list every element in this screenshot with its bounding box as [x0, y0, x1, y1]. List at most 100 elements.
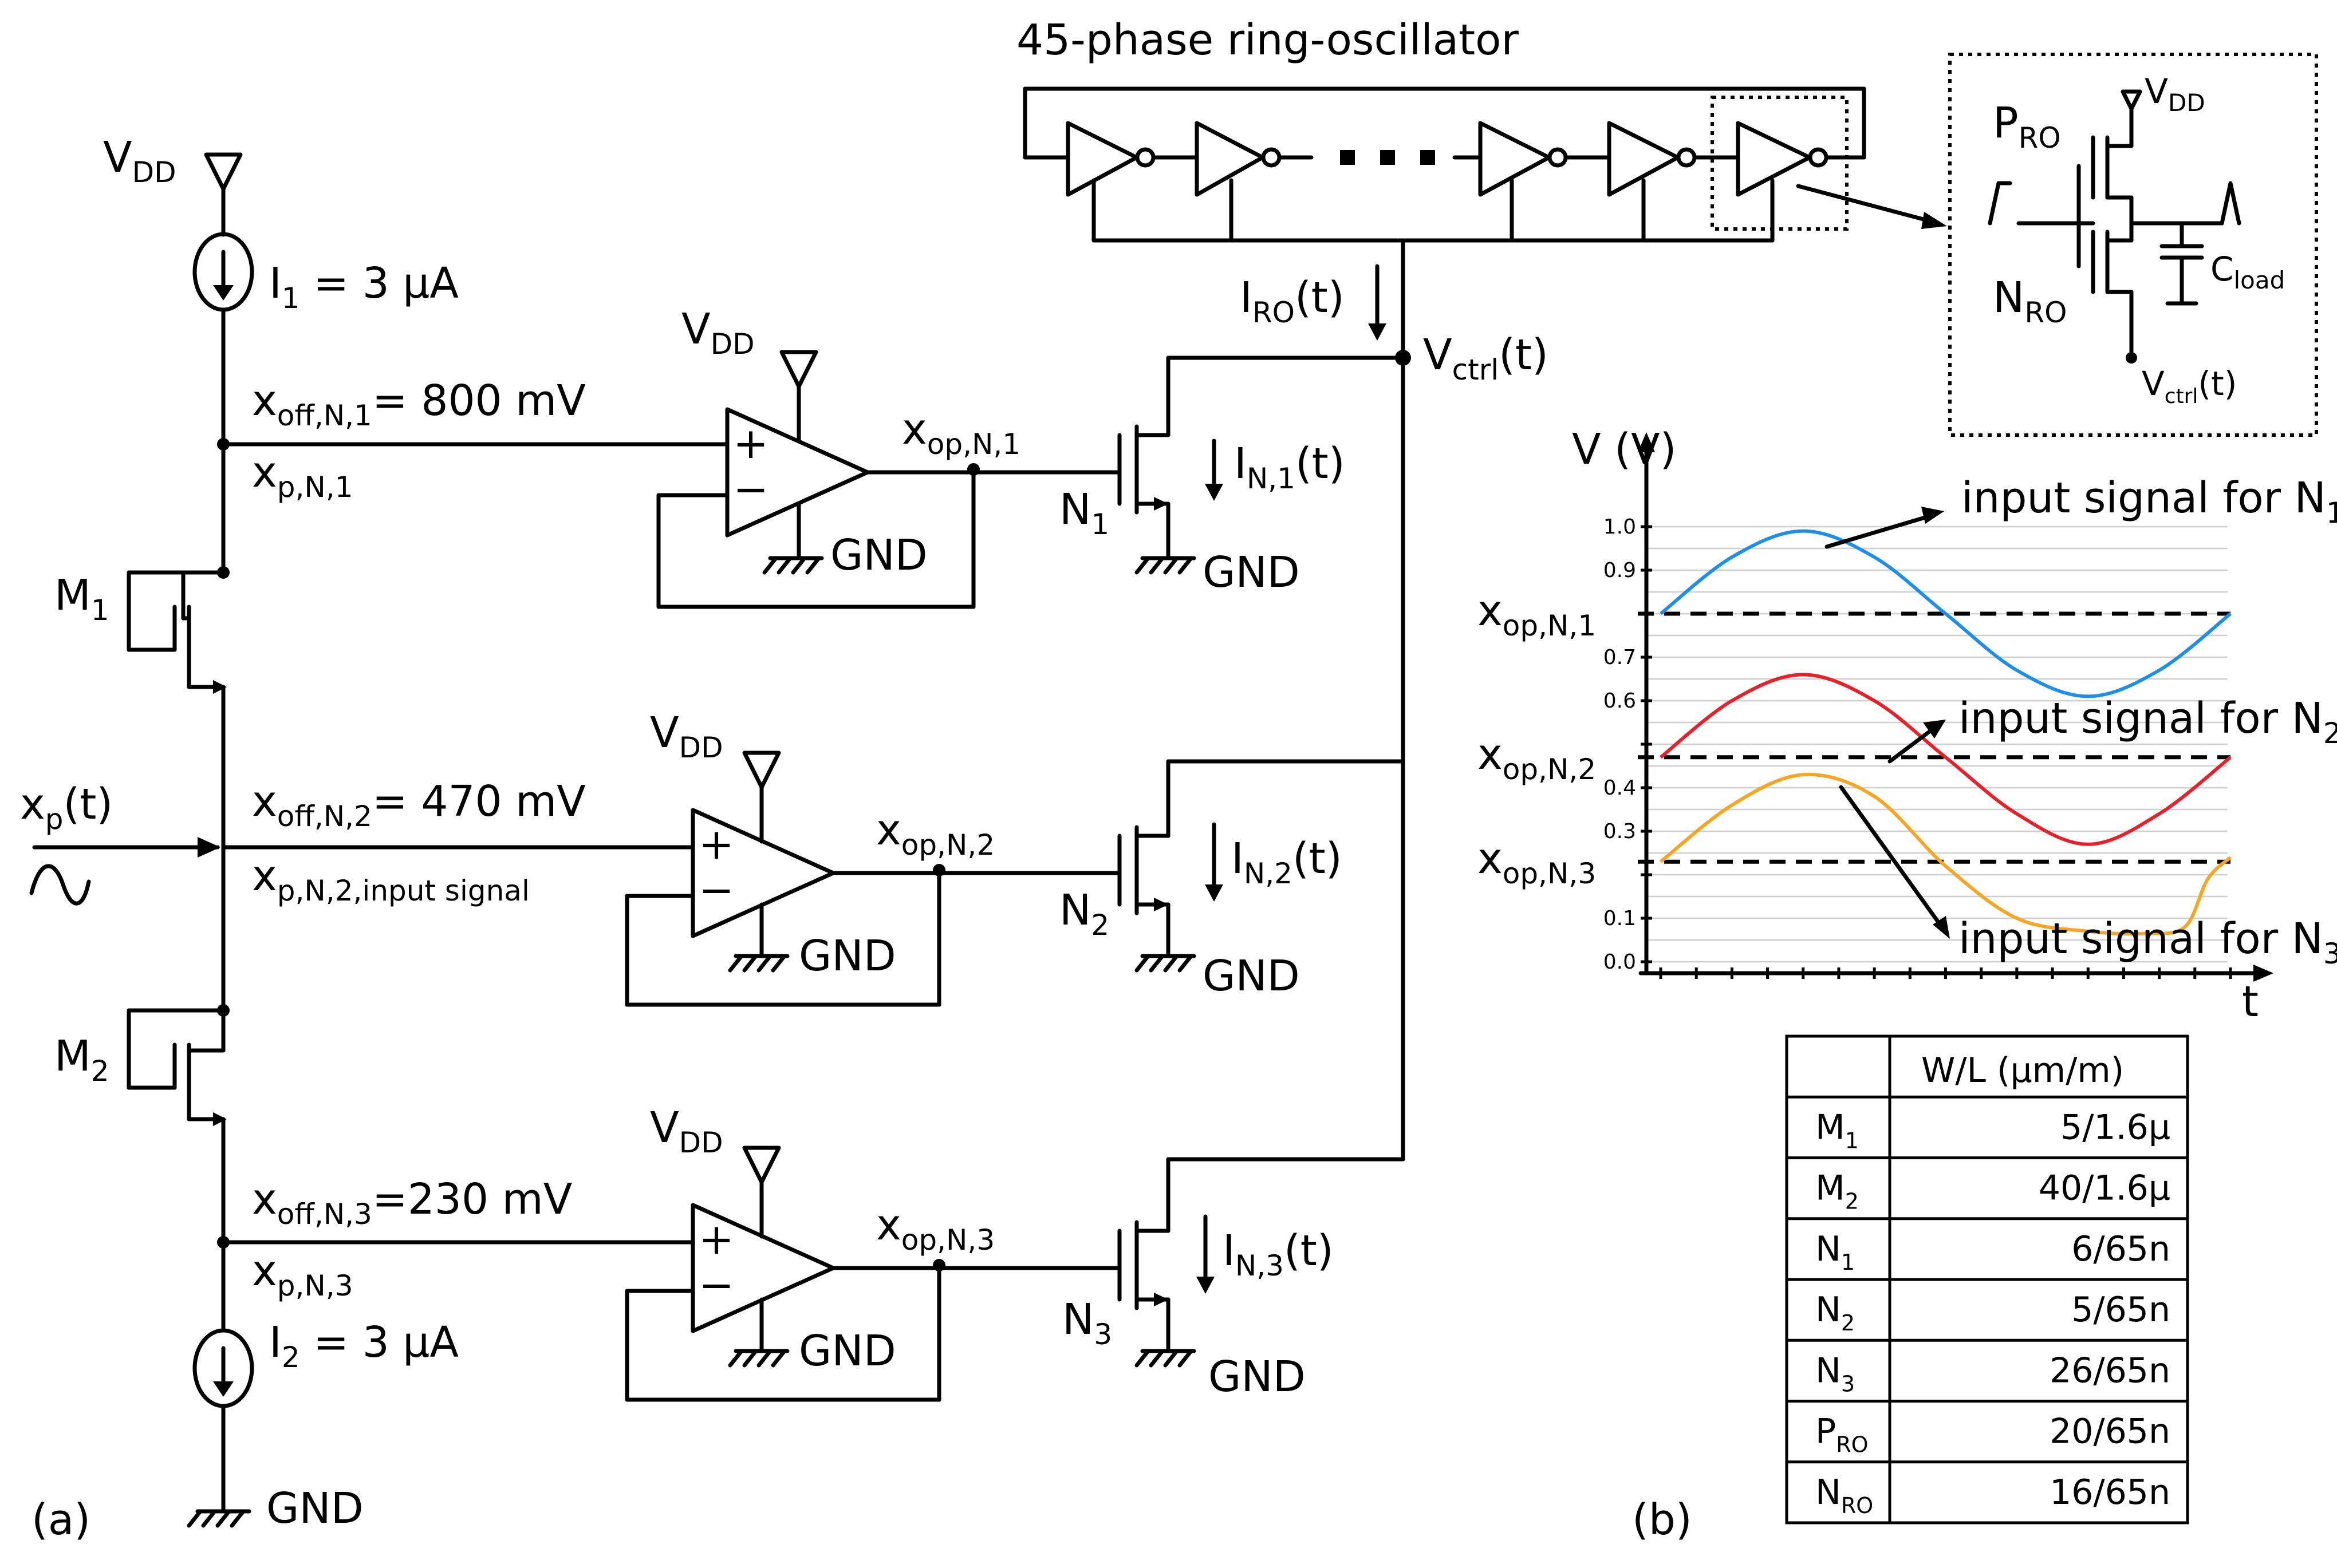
svg-text:input signal for N2: input signal for N2: [1958, 694, 2337, 750]
svg-text:VDD: VDD: [650, 708, 723, 764]
chart-yticks: 0.00.10.30.40.60.70.91.0: [1603, 515, 2232, 979]
chart-ylabel: V (V): [1572, 425, 1677, 474]
chart-series: [1660, 529, 2232, 936]
table-wl-3: 6/65n: [2071, 1229, 2170, 1269]
xoff-n2-label: xoff,N,2= 470 mV: [252, 777, 586, 833]
m2-label: M2: [54, 1032, 109, 1088]
annotation-n3: input signal for N3: [1839, 785, 2337, 970]
m1-label: M1: [54, 571, 109, 627]
panel-a-label: (a): [31, 1495, 90, 1545]
ground-icon: [728, 954, 790, 973]
svg-text:−: −: [733, 465, 769, 514]
i1-label: I1 = 3 μA: [269, 259, 459, 315]
ground-icon: [1134, 556, 1196, 575]
series-line-2: [1660, 673, 2232, 846]
svg-text:GND: GND: [799, 931, 896, 981]
series-line-3: [1660, 772, 2232, 936]
bias-chain: VDD I1 = 3 μA M1: [20, 133, 459, 1545]
vdd-triangle-icon: [742, 1146, 781, 1184]
svg-text:VDD: VDD: [650, 1103, 723, 1159]
table-wl-6: 20/65n: [2050, 1412, 2170, 1452]
svg-text:GND: GND: [1208, 1352, 1306, 1401]
transistor-m1: [127, 566, 230, 850]
panel-b-label: (b): [1632, 1495, 1692, 1545]
xp-label: xp(t): [20, 780, 113, 836]
y-tick-label: 0.7: [1603, 646, 1636, 669]
vdd-triangle-icon: [742, 751, 781, 789]
transistor-n1: [1117, 356, 1405, 560]
table-wl-7: 16/65n: [2050, 1472, 2170, 1512]
stage-1: xoff,N,1= 800 mV xp,N,1 + − VDD GND xop,…: [221, 305, 1405, 609]
y-tick-label: 0.3: [1603, 820, 1636, 843]
vdd-label-left: VDD: [103, 133, 176, 189]
svg-text:input signal for N1: input signal for N1: [1961, 473, 2337, 530]
table-device-5: N3: [1815, 1350, 1855, 1396]
chart-xlabel: t: [2242, 977, 2259, 1026]
xp-n3-label: xp,N,3: [252, 1246, 353, 1302]
y-tick-label: 0.6: [1603, 689, 1636, 713]
table-wl-4: 5/65n: [2071, 1290, 2170, 1330]
annotation-n2: input signal for N2: [1887, 694, 2337, 764]
vdd-triangle-icon: [779, 350, 818, 389]
n1-label: N1: [1059, 485, 1109, 541]
xop-level-label-2: xop,N,2: [1477, 730, 1596, 786]
xp-n2-label: xp,N,2,input signal: [252, 851, 530, 907]
n2-label: N2: [1059, 886, 1109, 942]
gnd-label-left: GND: [266, 1484, 364, 1533]
table-device-4: N2: [1815, 1290, 1855, 1336]
y-tick-label: 0.0: [1603, 950, 1636, 974]
y-tick-label: 1.0: [1603, 515, 1636, 539]
svg-text:−: −: [699, 1261, 734, 1310]
series-line-1: [1660, 529, 2232, 698]
ground-icon: [1134, 1349, 1196, 1368]
transistor-m2: [127, 1004, 230, 1245]
ground-icon: [728, 1349, 790, 1368]
in2-label: IN,2(t): [1231, 834, 1342, 890]
ground-icon: [187, 1509, 251, 1528]
in3-label: IN,3(t): [1223, 1226, 1334, 1282]
svg-text:+: +: [699, 1215, 734, 1264]
inverter-1: [1066, 121, 1199, 197]
svg-text:GND: GND: [1203, 548, 1300, 597]
xp-n1-label: xp,N,1: [252, 448, 353, 504]
svg-text:NRO: NRO: [1993, 273, 2067, 329]
table-header: W/L (μm/m): [1921, 1050, 2124, 1091]
inverter-4: [1607, 121, 1740, 197]
xop-n1-label: xop,N,1: [902, 405, 1020, 461]
current-source-i2: [192, 1328, 254, 1514]
svg-text:VDD: VDD: [2145, 72, 2205, 117]
inverter-5: [1736, 121, 1828, 197]
transistor-n3: [1117, 1157, 1405, 1353]
vctrl-label: Vctrl(t): [1423, 330, 1548, 386]
xoff-n1-label: xoff,N,1= 800 mV: [252, 376, 586, 432]
svg-text:input signal for N3: input signal for N3: [1958, 914, 2337, 970]
ground-icon: [762, 556, 824, 575]
inverter-3: [1452, 121, 1611, 197]
annotation-n1: input signal for N1: [1824, 473, 2337, 549]
table-device-3: N1: [1815, 1229, 1855, 1275]
transistor-n2: [1117, 759, 1405, 958]
svg-text:+: +: [733, 419, 769, 468]
in1-label: IN,1(t): [1234, 439, 1345, 495]
table-wl-2: 40/1.6μ: [2039, 1168, 2170, 1208]
iro-label: IRO(t): [1240, 273, 1345, 329]
chart-grid: [1646, 526, 2228, 963]
svg-text:Vctrl(t): Vctrl(t): [2142, 364, 2237, 408]
stage-2: xoff,N,2= 470 mV xp,N,2,input signal + −…: [221, 708, 1405, 1007]
svg-text:PRO: PRO: [1993, 98, 2061, 155]
svg-text:Cload: Cload: [2210, 250, 2285, 294]
table-device-1: M1: [1815, 1107, 1859, 1153]
table-wl-5: 26/65n: [2050, 1350, 2170, 1391]
vdd-triangle-icon: [204, 152, 243, 191]
svg-text:GND: GND: [830, 531, 928, 580]
ring-oscillator: Vctrl(t) IRO(t) 45-phase ring-oscillator: [1016, 15, 1947, 1162]
inverter-inset: VDD PRO NRO Cload Vctrl(t): [1948, 53, 2318, 437]
inverter-2: [1195, 121, 1314, 197]
ellipsis-icon: [1340, 150, 1435, 165]
ground-icon: [1134, 954, 1196, 973]
y-tick-label: 0.1: [1603, 907, 1636, 930]
ring-oscillator-title: 45-phase ring-oscillator: [1016, 15, 1519, 65]
